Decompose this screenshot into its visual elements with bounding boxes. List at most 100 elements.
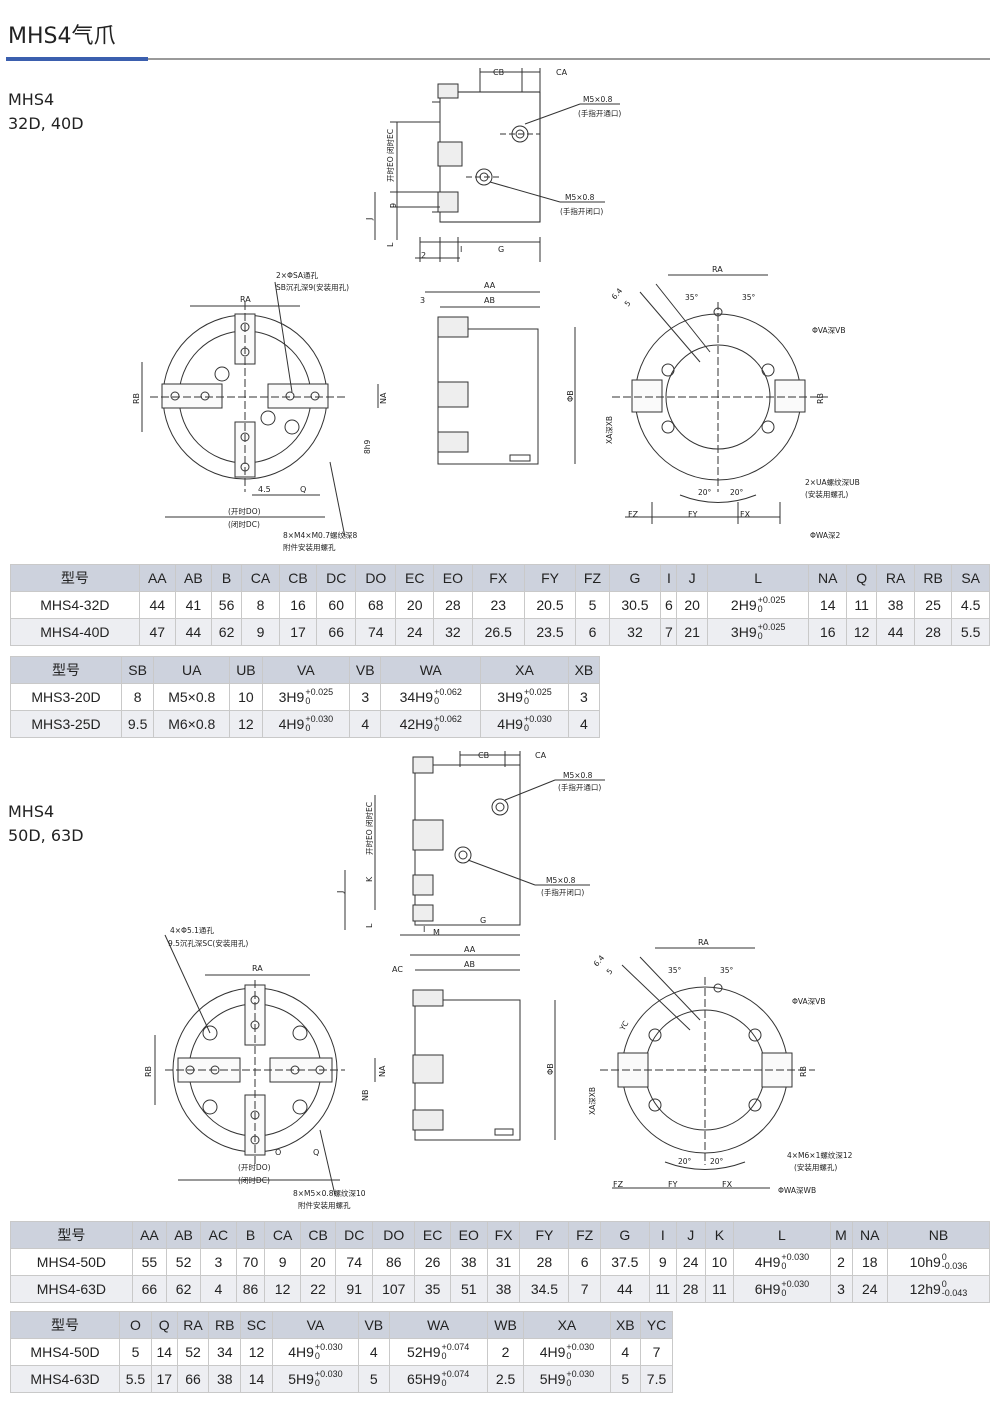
column-header: WA	[388, 1311, 488, 1339]
drawing-32d-40d: CB CA M5×0.8 (手指开通口) M5×0.8 (手指开闭口) 开时EO…	[132, 68, 860, 552]
tolerance-upper: +0.025	[757, 622, 786, 633]
value-cell: 107	[372, 1275, 416, 1303]
value-cell: 11	[648, 1275, 677, 1303]
tolerance-lower: 0	[314, 1351, 320, 1362]
value-cell: 37.5	[599, 1248, 650, 1276]
fit-value: 10h9	[909, 1254, 941, 1271]
front-view: RA RB NA 2×ΦSA通孔 SB沉孔深9(安装用孔) 8h9 4.5 Q …	[132, 270, 388, 552]
port-close-label: M5×0.8	[565, 193, 595, 202]
dim2-i: I	[423, 925, 425, 934]
angle-35-right: 35°	[742, 293, 756, 302]
value-cell: 14	[808, 591, 847, 619]
value-cell: 20	[299, 1248, 337, 1276]
value-cell: 6	[575, 618, 610, 646]
value-cell: 10	[229, 683, 263, 711]
column-header: VB	[349, 656, 382, 684]
column-header: EC	[395, 564, 434, 592]
tolerance-upper: 0	[941, 1252, 947, 1263]
angle-20-left: 20°	[698, 488, 712, 497]
value-cell: 17	[278, 618, 318, 646]
dim2-b: ΦB	[546, 1063, 555, 1075]
value-cell: 66	[316, 618, 357, 646]
tolerance-lower: 0	[523, 723, 529, 734]
side-view: CB CA M5×0.8 (手指开通口) M5×0.8 (手指开闭口) 开时EO…	[365, 68, 621, 262]
middle-view: AA AB 3 ΦB	[420, 281, 576, 465]
column-header: SB	[120, 656, 155, 684]
dim2-6-4: 6.4	[592, 953, 607, 968]
value-cell: 11	[704, 1275, 735, 1303]
wa-label: ΦWA深2	[810, 531, 841, 540]
va2-label: ΦVA深VB	[792, 997, 825, 1006]
value-cell: 86	[372, 1248, 416, 1276]
angle2-35-left: 35°	[668, 966, 682, 975]
tolerance-lower: -0.043	[941, 1288, 968, 1299]
value-cell: 5	[119, 1338, 152, 1366]
value-cell: 38	[486, 1275, 521, 1303]
dim2-k: K	[365, 876, 374, 882]
dim-6-4: 6.4	[610, 286, 625, 301]
value-cell: 9	[648, 1248, 677, 1276]
fit-value: 6H9	[754, 1281, 781, 1298]
fit-value: 4H9	[497, 716, 523, 733]
rear-view-2: RA 6.4 5 YC 35° 35° ΦVA深VB RB XA深XB 4×M6…	[588, 938, 853, 1195]
value-cell: 16	[278, 591, 318, 619]
port2-close-label: M5×0.8	[546, 876, 576, 885]
fit-value: 3H9	[730, 624, 757, 641]
value-cell: 34.5	[519, 1275, 570, 1303]
value-cell: 74	[335, 1248, 374, 1276]
dim-fx: FX	[740, 510, 751, 519]
model-cell: MHS4-63D	[10, 1275, 133, 1303]
fit-value: 4H9	[288, 1344, 314, 1361]
rear-view: RA 6.4 5 35° 35° ΦVA深VB RB XA深XB 2×UA螺纹深…	[605, 265, 860, 540]
section1-model: MHS4	[8, 90, 55, 109]
fit-value: 4H9	[539, 1344, 566, 1361]
value-cell: 44	[876, 618, 915, 646]
value-cell: 44	[138, 591, 176, 619]
value-cell: 7.5	[640, 1365, 673, 1393]
dim2-nb: NB	[361, 1090, 370, 1101]
dim2-na: NA	[378, 1065, 387, 1077]
fit-value: 52H9	[407, 1344, 441, 1361]
tolerance-lower: 0	[441, 1351, 447, 1362]
value-cell: 7	[568, 1275, 601, 1303]
tolerance: 0-0.036	[942, 1253, 968, 1271]
tolerance-lower: 0	[314, 1378, 320, 1389]
column-header: WB	[486, 1311, 525, 1339]
column-header: 型号	[10, 564, 140, 592]
page-header: MHS4气爪	[0, 0, 1000, 62]
value-cell: 2.5	[486, 1365, 525, 1393]
dim-9: 9	[389, 203, 398, 208]
dim-2: 2	[421, 251, 426, 260]
dim-na: NA	[379, 392, 388, 404]
dim-rb-rear: RB	[816, 393, 825, 404]
value-cell: 38	[208, 1365, 242, 1393]
column-header: L	[706, 564, 810, 592]
column-header: FZ	[575, 564, 610, 592]
dim-ab: AB	[484, 296, 495, 305]
value-cell: 5	[609, 1365, 642, 1393]
value-cell: 7	[660, 618, 678, 646]
column-header: 型号	[10, 1221, 133, 1249]
value-cell: 41	[174, 591, 212, 619]
value-cell: 28	[913, 618, 953, 646]
column-header: RB	[208, 1311, 242, 1339]
dim2-l: L	[365, 923, 374, 928]
dim2-eo-ec: 开时EO 闭时EC	[364, 802, 374, 855]
sa-hole-label: 2×ΦSA通孔	[276, 270, 318, 280]
dim2-ra-front: RA	[252, 964, 263, 973]
